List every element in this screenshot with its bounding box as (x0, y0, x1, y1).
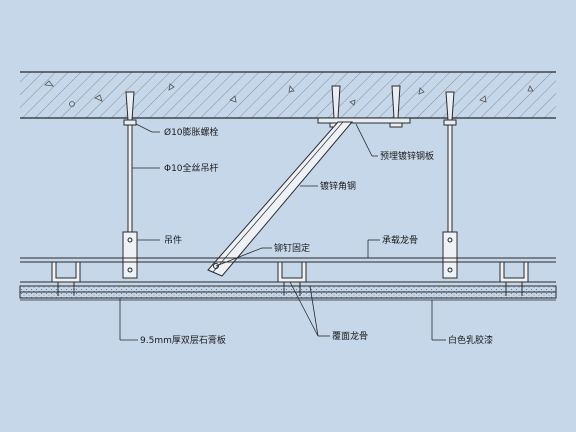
expansion-bolts (125, 85, 455, 121)
label-cover-keel: 覆面龙骨 (332, 330, 368, 342)
label-galv-angle: 镀锌角钢 (320, 180, 356, 192)
label-main-keel: 承载龙骨 (382, 234, 418, 246)
gypsum-boards (19, 285, 557, 301)
label-gypsum-board: 9.5mm厚双层石膏板 (140, 334, 226, 346)
label-rivet-fix: 铆钉固定 (274, 242, 310, 254)
label-hanger: 吊件 (164, 234, 182, 246)
label-expansion-bolt: Ø10膨胀螺栓 (164, 126, 219, 138)
labels: Ø10膨胀螺栓 Φ10全丝吊杆 预埋镀锌钢板 镀锌角钢 吊件 铆钉固定 承载龙骨… (140, 126, 493, 346)
label-embedded-plate: 预埋镀锌钢板 (380, 150, 434, 162)
embedded-steel-plate (317, 117, 411, 124)
leader-lines (119, 123, 446, 341)
label-latex-paint: 白色乳胶漆 (448, 334, 493, 346)
cover-keels (51, 261, 529, 283)
galvanized-angle-brace (207, 121, 354, 277)
concrete-slab (20, 71, 556, 119)
hangers (122, 231, 458, 279)
label-threaded-rod: Φ10全丝吊杆 (164, 162, 219, 174)
